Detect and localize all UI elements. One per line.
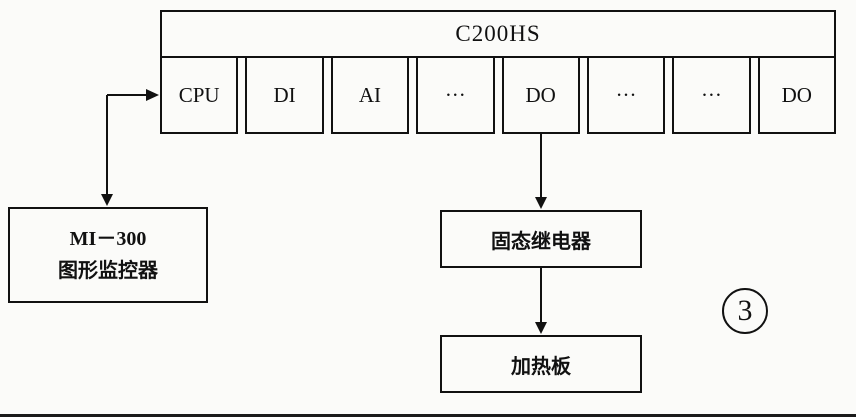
plc-module-row: CPU DI AI ··· DO ··· ··· DO: [160, 56, 836, 134]
arrow-relay-to-heater: [535, 268, 547, 334]
module-do-1-label: DO: [525, 82, 556, 107]
heater-box: 加热板: [440, 335, 642, 393]
module-ellipsis-3-label: ···: [700, 82, 722, 107]
module-ellipsis-1: ···: [416, 56, 495, 134]
figure-number-label: 3: [737, 294, 753, 327]
relay-label: 固态继电器: [491, 230, 591, 253]
heater-label: 加热板: [511, 355, 571, 378]
module-ellipsis-2: ···: [586, 56, 666, 134]
plc-title-label: C200HS: [455, 21, 541, 46]
module-do-1: DO: [501, 56, 580, 134]
module-ai-label: AI: [358, 82, 382, 107]
figure-number-badge: 3: [722, 288, 768, 334]
arrow-do-to-relay: [535, 134, 547, 209]
arrow-monitor-to-cpu: [101, 89, 159, 206]
module-cpu-label: CPU: [178, 82, 220, 107]
monitor-model-label: MI－300: [69, 228, 147, 250]
monitor-name-label: 图形监控器: [58, 260, 158, 282]
module-ai: AI: [330, 56, 410, 134]
module-ellipsis-2-label: ···: [615, 82, 637, 107]
module-ellipsis-3: ···: [672, 56, 751, 134]
module-ellipsis-1-label: ···: [444, 82, 466, 107]
module-do-2: DO: [757, 56, 836, 134]
module-di-label: DI: [273, 82, 296, 107]
module-do-2-label: DO: [781, 82, 812, 107]
module-cpu: CPU: [160, 56, 239, 134]
relay-box: 固态继电器: [440, 210, 642, 268]
module-di: DI: [245, 56, 324, 134]
monitor-box: MI－300 图形监控器: [8, 207, 208, 303]
plc-title-box: C200HS: [160, 10, 836, 58]
